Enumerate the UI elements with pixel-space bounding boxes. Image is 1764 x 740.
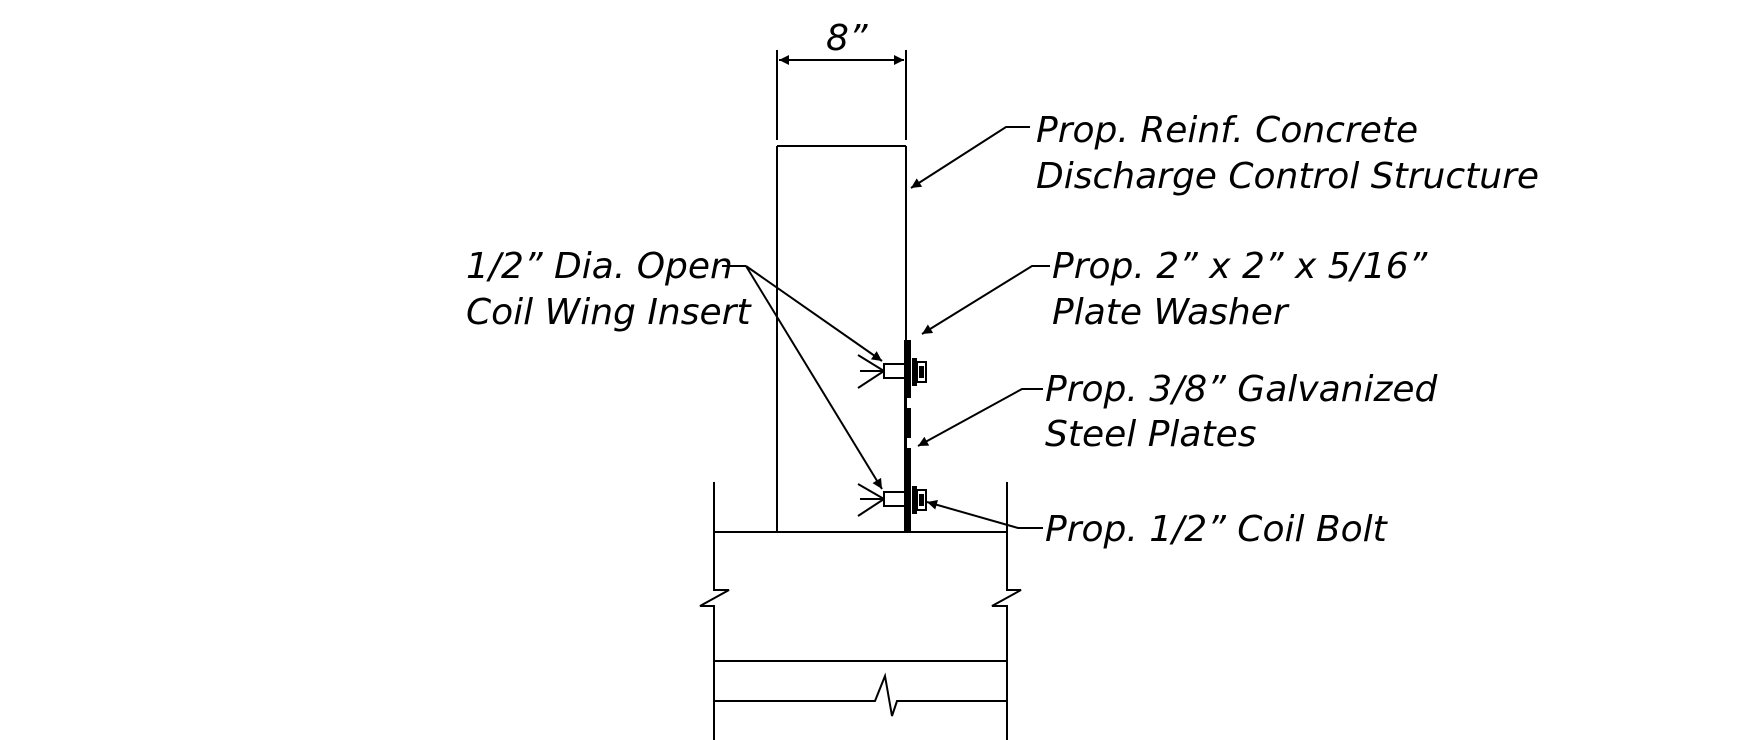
width-dimension: 8” <box>776 18 907 140</box>
callout-plates-line1: Prop. 3/8” Galvanized <box>1045 369 1438 410</box>
callout-concrete-line2: Discharge Control Structure <box>1036 156 1539 197</box>
callout-steel-plates: Prop. 3/8” Galvanized Steel Plates <box>1045 369 1438 455</box>
base-slab <box>699 482 1022 740</box>
leader-plate-washer <box>921 265 1050 335</box>
upper-bolt-head <box>916 361 927 383</box>
lower-bolt-nut <box>919 494 924 506</box>
leader-coil-bolt <box>926 499 1043 529</box>
upper-insert-wing-bottom <box>857 370 885 389</box>
leader-insert-upper <box>745 265 883 362</box>
upper-bolt-nut <box>919 366 924 378</box>
lower-insert-wing-top <box>857 483 885 500</box>
upper-plate-washer <box>912 358 917 386</box>
concrete-wall <box>776 145 907 532</box>
callout-washer-line2: Plate Washer <box>1052 292 1290 333</box>
callout-concrete-structure: Prop. Reinf. Concrete Discharge Control … <box>1036 110 1539 197</box>
lower-insert-sleeve <box>883 491 906 507</box>
upper-insert-wing-top <box>857 354 885 372</box>
upper-coil-bolt-assembly <box>857 354 927 389</box>
dimension-label: 8” <box>826 18 868 59</box>
callout-bolt-line1: Prop. 1/2” Coil Bolt <box>1045 509 1389 550</box>
callout-insert-line2: Coil Wing Insert <box>466 292 752 333</box>
callout-coil-bolt: Prop. 1/2” Coil Bolt <box>1045 509 1389 550</box>
callout-coil-wing-insert: 1/2” Dia. Open Coil Wing Insert <box>466 246 752 333</box>
callout-plate-washer: Prop. 2” x 2” x 5/16” Plate Washer <box>1052 246 1428 333</box>
leader-lines <box>722 126 1050 529</box>
lower-insert-wing-bottom <box>857 498 885 517</box>
callout-washer-line1: Prop. 2” x 2” x 5/16” <box>1052 246 1428 287</box>
lower-coil-bolt-assembly <box>857 483 927 517</box>
slab-section-break-line <box>714 672 1007 717</box>
lower-plate-washer <box>912 486 917 514</box>
slab-left-break-line <box>699 482 730 740</box>
callout-plates-line2: Steel Plates <box>1045 414 1257 455</box>
leader-insert-lower <box>745 265 883 490</box>
lower-bolt-head <box>916 489 927 511</box>
slab-right-break-line <box>991 482 1022 740</box>
leader-steel-plates <box>917 388 1043 447</box>
callout-concrete-line1: Prop. Reinf. Concrete <box>1036 110 1418 151</box>
leader-concrete-structure <box>910 126 1030 189</box>
callout-insert-line1: 1/2” Dia. Open <box>466 246 733 287</box>
upper-insert-sleeve <box>883 363 906 379</box>
